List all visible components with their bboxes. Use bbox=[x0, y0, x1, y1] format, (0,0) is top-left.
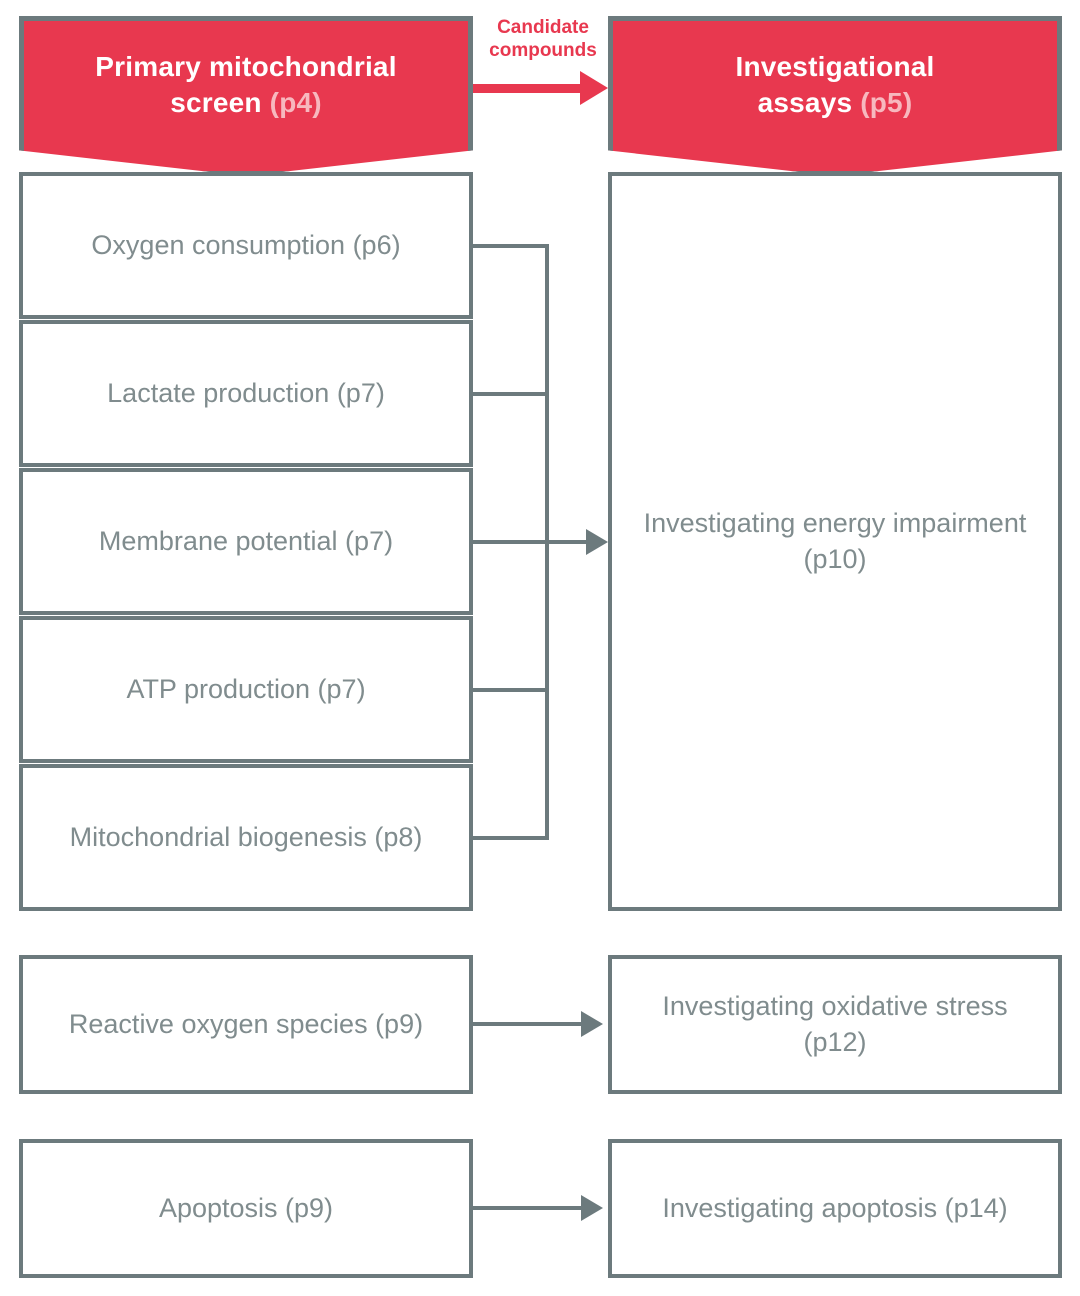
connector-stub-membrane-potential bbox=[473, 540, 549, 544]
connector-stub-atp-production bbox=[473, 688, 549, 692]
assay-box-label: ATP production (p7) bbox=[126, 673, 366, 704]
candidate-compounds-line1: Candidate bbox=[497, 17, 589, 38]
outcome-box-label: Investigating energy impairment (p10) bbox=[643, 508, 1027, 574]
candidate-compounds-line2: compounds bbox=[489, 40, 597, 62]
banner-right-text: Investigational assays (p5) bbox=[735, 49, 934, 121]
assay-box-label: Apoptosis (p9) bbox=[158, 1192, 334, 1223]
banner-left-line1: Primary mitochondrial bbox=[95, 51, 397, 83]
banner-right-line2: assays bbox=[757, 87, 853, 118]
banner-left-text: Primary mitochondrial screen (p4) bbox=[95, 49, 396, 121]
connector-arrowhead-icon-row2 bbox=[581, 1011, 603, 1037]
outcome-box-investigating-oxidative-stress[interactable]: Investigating oxidative stress (p12) bbox=[608, 955, 1062, 1094]
assay-box-label: Reactive oxygen species (p9) bbox=[68, 1008, 424, 1039]
outcome-box-investigating-energy-impairment[interactable]: Investigating energy impairment (p10) bbox=[608, 172, 1062, 911]
connector-merged-arrow-shaft bbox=[545, 540, 597, 544]
connector-arrow-shaft-row3 bbox=[473, 1206, 586, 1210]
assay-box-label: Lactate production (p7) bbox=[107, 377, 385, 408]
assay-box-reactive-oxygen-species[interactable]: Reactive oxygen species (p9) bbox=[19, 955, 473, 1094]
assay-box-label: Membrane potential (p7) bbox=[98, 525, 394, 556]
candidate-compounds-arrow-shaft bbox=[473, 84, 589, 93]
outcome-box-label: Investigating apoptosis (p14) bbox=[662, 1192, 1008, 1223]
assay-box-mitochondrial-biogenesis[interactable]: Mitochondrial biogenesis (p8) bbox=[19, 764, 473, 911]
assay-box-oxygen-consumption[interactable]: Oxygen consumption (p6) bbox=[19, 172, 473, 319]
banner-left-line2: screen bbox=[170, 87, 262, 118]
outcome-box-label: Investigating oxidative stress (p12) bbox=[662, 991, 1008, 1057]
connector-arrowhead-icon-row3 bbox=[581, 1195, 603, 1221]
banner-investigational-assays: Investigational assays (p5) bbox=[608, 16, 1062, 176]
assay-box-membrane-potential[interactable]: Membrane potential (p7) bbox=[19, 468, 473, 615]
banner-right-page-ref: (p5) bbox=[860, 87, 913, 118]
assay-box-label: Oxygen consumption (p6) bbox=[91, 229, 401, 260]
connector-arrow-shaft-row2 bbox=[473, 1022, 586, 1026]
connector-stub-mitochondrial-biogenesis bbox=[473, 836, 549, 840]
connector-stub-oxygen-consumption bbox=[473, 244, 549, 248]
candidate-compounds-arrowhead-icon bbox=[580, 71, 608, 105]
outcome-box-investigating-apoptosis[interactable]: Investigating apoptosis (p14) bbox=[608, 1139, 1062, 1278]
connector-merged-arrowhead-icon bbox=[586, 529, 608, 555]
assay-box-atp-production[interactable]: ATP production (p7) bbox=[19, 616, 473, 763]
banner-left-page-ref: (p4) bbox=[269, 87, 322, 118]
assay-box-lactate-production[interactable]: Lactate production (p7) bbox=[19, 320, 473, 467]
assay-box-label: Mitochondrial biogenesis (p8) bbox=[69, 821, 423, 852]
banner-right-line1: Investigational bbox=[735, 51, 935, 83]
banner-primary-mitochondrial-screen: Primary mitochondrial screen (p4) bbox=[19, 16, 473, 176]
connector-stub-lactate-production bbox=[473, 392, 549, 396]
candidate-compounds-label: Candidate compounds bbox=[478, 16, 608, 62]
assay-box-apoptosis[interactable]: Apoptosis (p9) bbox=[19, 1139, 473, 1278]
